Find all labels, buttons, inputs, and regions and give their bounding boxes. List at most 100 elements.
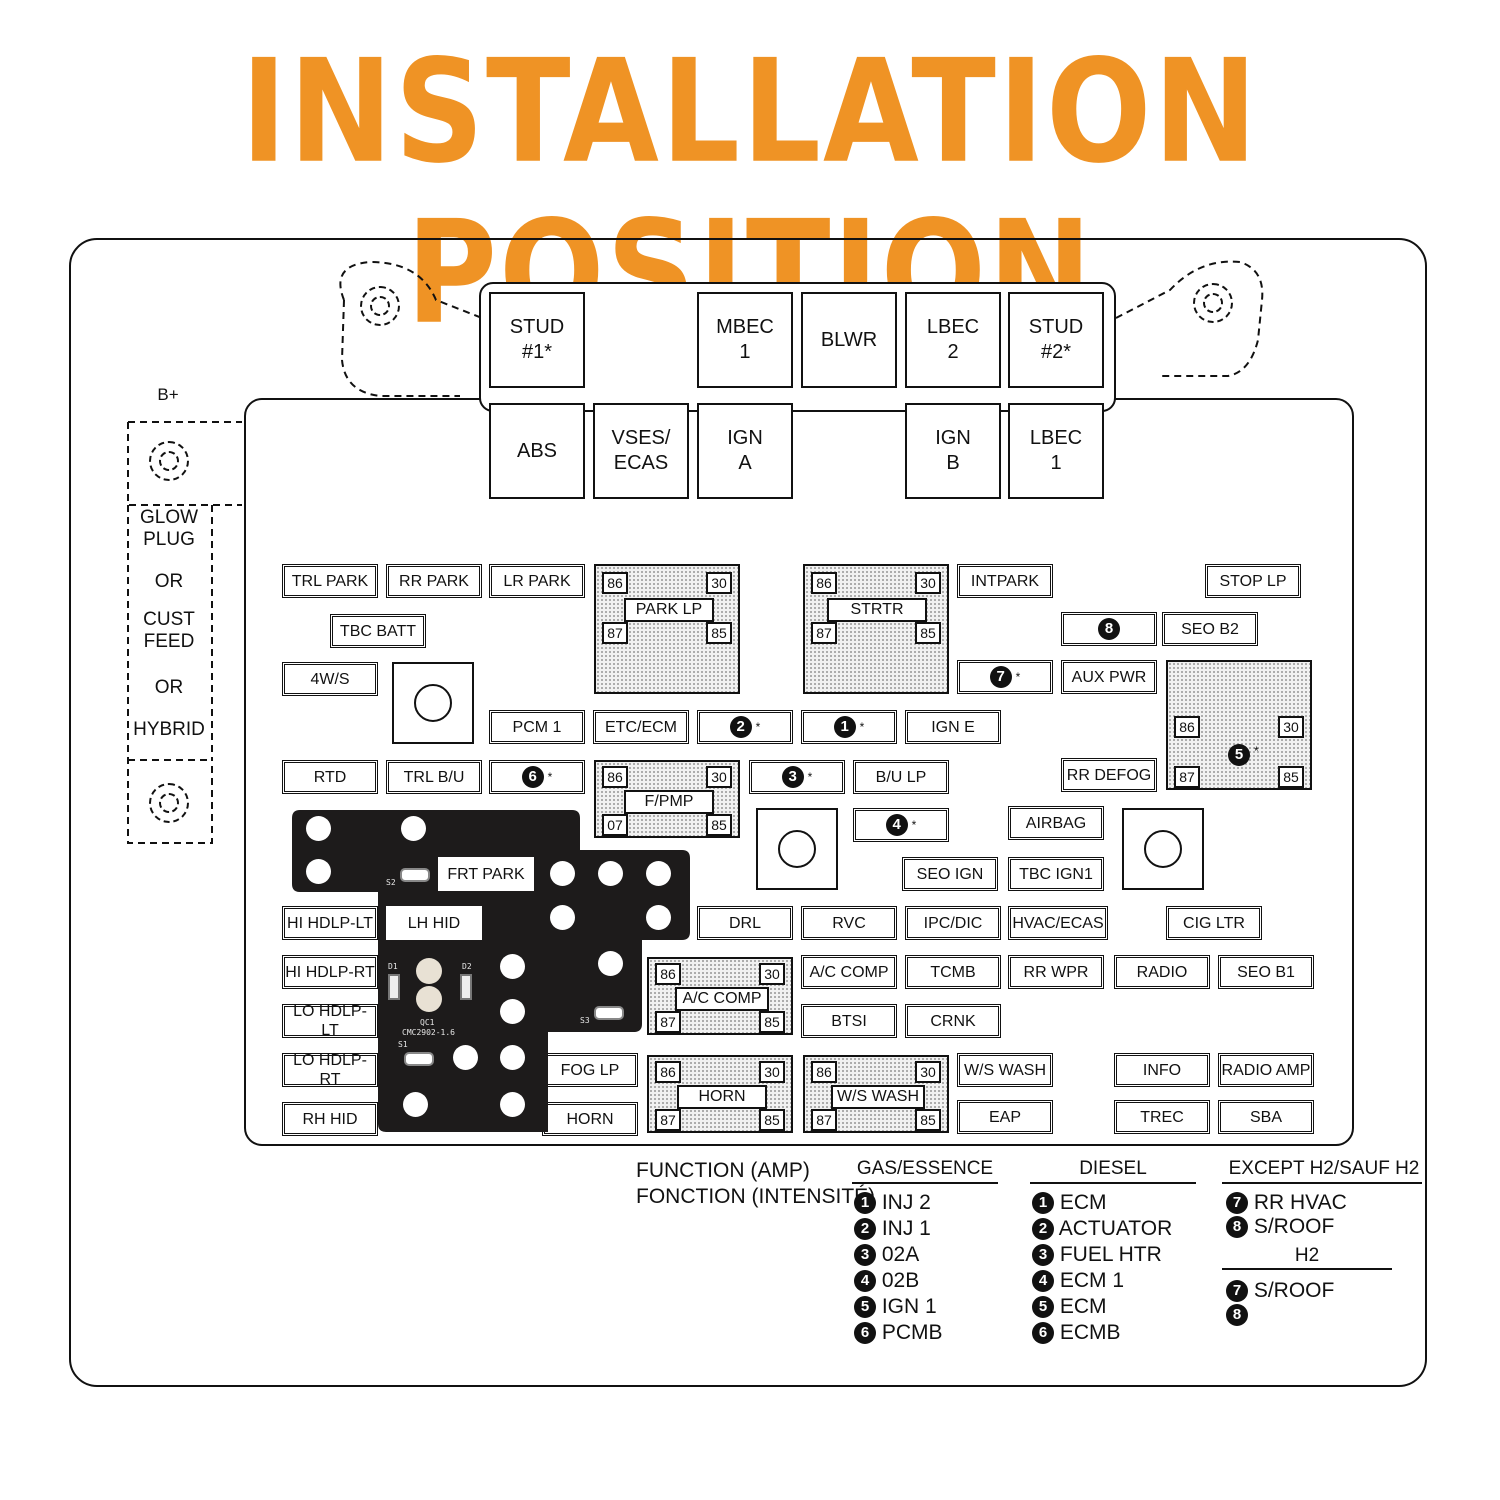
fuse-blwr: BLWR: [801, 292, 897, 388]
fuse-vses-ecas: VSES/ ECAS: [593, 403, 689, 499]
num-6-badge: 6: [854, 1322, 876, 1345]
legend-h2-rule: [1222, 1268, 1392, 1270]
relay-pin-86: 86: [655, 1061, 681, 1083]
legend-diesel-rule: [1030, 1182, 1196, 1184]
fuse-pcm1: PCM 1: [489, 710, 585, 744]
pcb-frt-park-window: FRT PARK: [438, 857, 534, 891]
fuse-8: 8: [1061, 612, 1157, 646]
glow-plug-label: GLOW PLUG: [139, 507, 199, 550]
fuse-tbc-ign1: TBC IGN1: [1008, 857, 1104, 891]
silk-part-number: CMC2902-1.6: [402, 1028, 455, 1037]
fuse-1: 1*: [801, 710, 897, 744]
pcb-hole: [401, 816, 426, 841]
legend-except-heading: EXCEPT H2/SAUF H2: [1228, 1158, 1420, 1179]
relay-pin-87: 87: [811, 1109, 837, 1131]
fuse-4: 4*: [853, 808, 949, 842]
legend-diesel-heading: DIESEL: [1079, 1158, 1147, 1179]
or-label-2: OR: [154, 677, 184, 698]
pcb-frt-park-label: FRT PARK: [447, 865, 525, 883]
relay-pin-86: 86: [811, 1061, 837, 1083]
relay-5-marker: 5*: [1228, 744, 1259, 766]
num-3-badge: 3: [781, 766, 804, 788]
num-4-badge: 4: [885, 814, 908, 836]
relay-pin-86: 86: [811, 572, 837, 594]
fuse-3: 3*: [749, 760, 845, 794]
fuse-hvac-ecas: HVAC/ECAS: [1008, 906, 1108, 940]
fuse-trl-park: TRL PARK: [282, 564, 378, 598]
fuse-fog-lp: FOG LP: [542, 1053, 638, 1087]
num-7-badge: 7: [989, 666, 1012, 688]
relay-pin-30: 30: [706, 766, 732, 788]
relay-pin-87: 87: [655, 1011, 681, 1033]
relay-pin-85: 85: [915, 1109, 941, 1131]
legend-diesel-item: 5 ECM: [1032, 1294, 1107, 1320]
pcb-pad-upper: [416, 958, 442, 984]
fuse-ign-e: IGN E: [905, 710, 1001, 744]
relay-pin-86: 86: [602, 572, 628, 594]
relay-pin-86: 86: [1174, 716, 1200, 738]
star-mark: *: [755, 719, 761, 734]
legend-except-text: RR HVAC: [1253, 1191, 1347, 1214]
legend-gas-item: 1 INJ 2: [854, 1190, 931, 1216]
num-6-badge: 6: [1032, 1322, 1054, 1345]
relay-strtr: 86 30 STRTR 87 85: [803, 564, 949, 694]
fuse-lbec1: LBEC 1: [1008, 403, 1104, 499]
relay-pin-30: 30: [759, 963, 785, 985]
pcb-hole: [598, 951, 623, 976]
legend-gas-text: IGN 1: [881, 1295, 937, 1318]
fuse-tcmb: TCMB: [905, 955, 1001, 989]
legend-gas-item: 5 IGN 1: [854, 1294, 937, 1320]
fuse-drl: DRL: [697, 906, 793, 940]
num-5-badge: 5: [1032, 1296, 1054, 1319]
fuse-aux-pwr: AUX PWR: [1061, 660, 1157, 694]
fuse-stud1: STUD #1*: [489, 292, 585, 388]
fuse-hi-hdlp-rt: HI HDLP-RT: [282, 955, 378, 989]
legend-gas-text: 02A: [881, 1243, 920, 1266]
fuse-tbc-batt: TBC BATT: [330, 614, 426, 648]
mount-bolt-right: [1193, 283, 1233, 323]
pcb-hole: [598, 861, 623, 886]
relay-pin-87: 87: [811, 622, 837, 644]
legend-except-item: 8 S/ROOF: [1226, 1214, 1334, 1240]
num-6-badge: 6: [521, 766, 544, 788]
fuse-horn: HORN: [542, 1102, 638, 1136]
pcb-hole: [646, 905, 671, 930]
pcb-slot-s1: [404, 1052, 434, 1066]
silk-s3: S3: [580, 1016, 590, 1025]
fuse-rr-wpr: RR WPR: [1008, 955, 1104, 989]
fuse-cig-ltr: CIG LTR: [1166, 906, 1262, 940]
star-mark: *: [1254, 744, 1259, 758]
legend-h2-text: S/ROOF: [1253, 1279, 1335, 1302]
fuse-seo-ign: SEO IGN: [902, 857, 998, 891]
socket-center: [756, 808, 838, 890]
diode-d1: [388, 974, 400, 1000]
pcb-hole: [500, 1092, 525, 1117]
num-5-badge: 5: [854, 1296, 876, 1319]
fuse-radio: RADIO: [1114, 955, 1210, 989]
fuse-lbec2: LBEC 2: [905, 292, 1001, 388]
relay-label: STRTR: [827, 598, 927, 622]
legend-gas-item: 4 02B: [854, 1268, 919, 1294]
fuse-rr-park: RR PARK: [386, 564, 482, 598]
legend-except-item: 7 RR HVAC: [1226, 1190, 1347, 1216]
pcb-pad-lower: [416, 986, 442, 1012]
num-7-badge: 7: [1226, 1192, 1248, 1215]
pcb-slot-s3: [594, 1006, 624, 1020]
num-2-badge: 2: [1032, 1218, 1054, 1241]
fuse-etc-ecm: ETC/ECM: [593, 710, 689, 744]
pcb-hole: [500, 999, 525, 1024]
num-5-badge: 5: [1228, 744, 1250, 766]
legend-gas-item: 2 INJ 1: [854, 1216, 931, 1242]
num-3-badge: 3: [854, 1244, 876, 1267]
relay-pin-85: 85: [915, 622, 941, 644]
silk-s2: S2: [386, 878, 396, 887]
pcb-jumper-board: FRT PARK LH HID S2 D1 D2 QC1 CMC2902-1.6…: [290, 806, 690, 1136]
relay-pin-87: 87: [602, 622, 628, 644]
or-label-1: OR: [154, 571, 184, 592]
relay-pin-30: 30: [706, 572, 732, 594]
fuse-crnk: CRNK: [905, 1004, 1001, 1038]
pcb-hole: [646, 861, 671, 886]
legend-diesel-text: ECM: [1059, 1295, 1107, 1318]
fuse-btsi: BTSI: [801, 1004, 897, 1038]
legend-diesel-item: 4 ECM 1: [1032, 1268, 1124, 1294]
